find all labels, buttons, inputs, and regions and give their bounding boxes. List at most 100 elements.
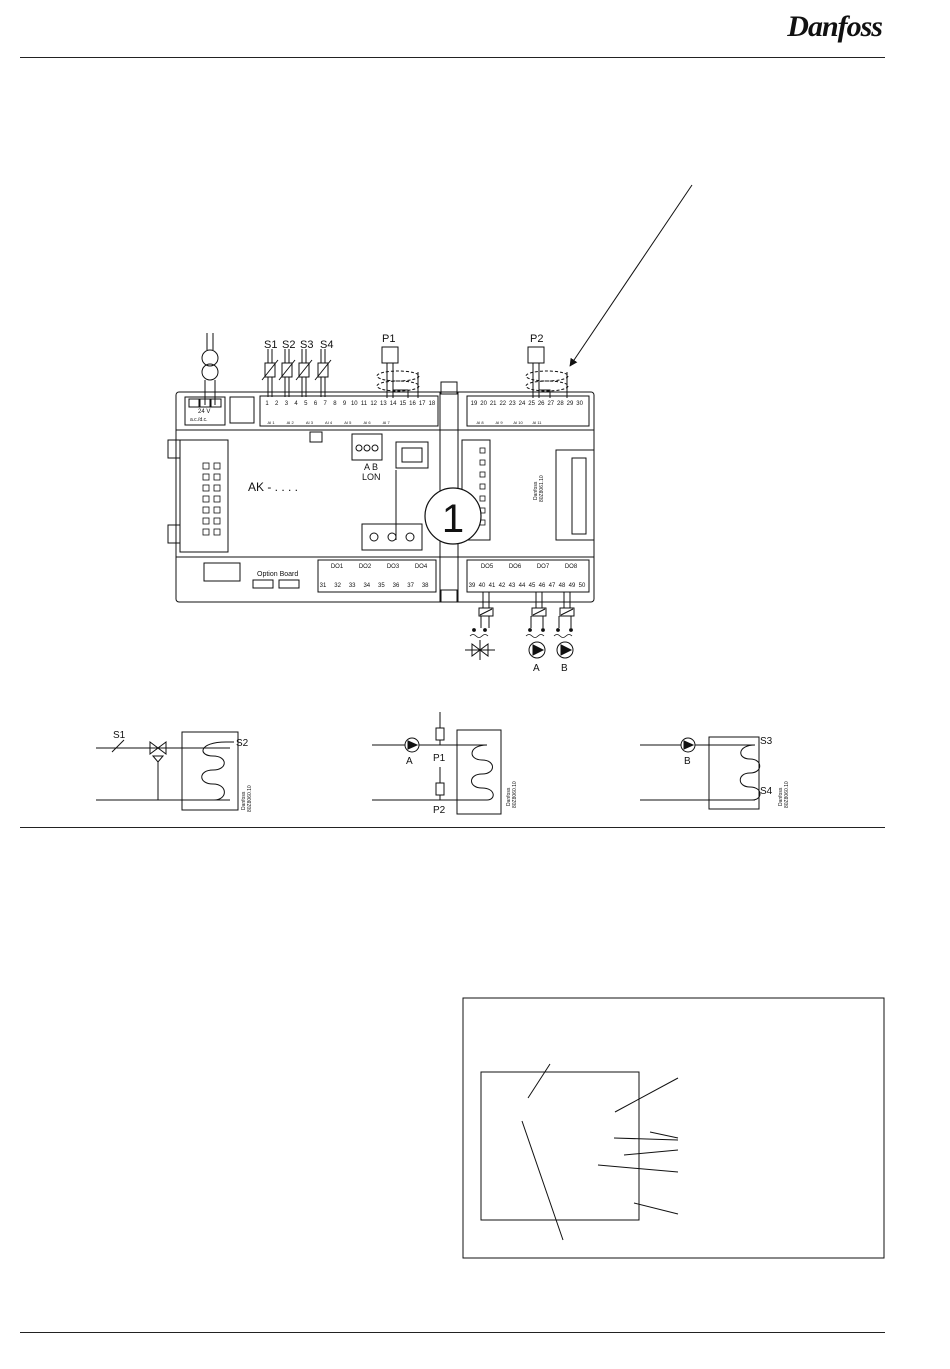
digital-output-label: DO8	[565, 564, 578, 570]
terminal-number: 32	[334, 583, 341, 589]
terminal-number: 28	[557, 401, 564, 407]
analog-input-label: AI 7	[383, 420, 391, 425]
danfoss-logo: Danfoss	[787, 10, 883, 43]
analog-input-label: AI 5	[344, 420, 352, 425]
sensor-label-s1: S1	[264, 339, 277, 351]
terminal-number: 9	[343, 401, 347, 407]
terminal-number: 6	[314, 401, 318, 407]
power-voltage: 24 V	[198, 409, 210, 415]
pump-label-a: A	[533, 663, 540, 674]
transformer-icon	[201, 333, 219, 405]
terminal-number: 17	[419, 401, 426, 407]
analog-input-label: AI 3	[306, 420, 314, 425]
sketch3-pump-icon	[680, 737, 696, 753]
terminal-number: 40	[479, 583, 486, 589]
digital-output-label: DO7	[537, 564, 550, 570]
analog-input-label: AI 8	[476, 420, 484, 425]
terminal-number: 5	[304, 401, 308, 407]
sketch3-s3-label: S3	[760, 736, 773, 747]
terminal-number: 41	[489, 583, 496, 589]
power-type: a.c./d.c.	[190, 417, 208, 423]
relay-loads	[478, 592, 575, 628]
terminal-number: 36	[393, 583, 400, 589]
terminal-number: 35	[378, 583, 385, 589]
terminal-number: 22	[499, 401, 506, 407]
terminal-number: 29	[567, 401, 574, 407]
analog-input-label: AI 6	[363, 420, 371, 425]
mains-symbols	[469, 628, 573, 638]
pressure-transmitter-p2	[525, 346, 569, 398]
terminal-number: 34	[363, 583, 370, 589]
terminal-number: 14	[390, 401, 397, 407]
terminal-number: 39	[469, 583, 476, 589]
sketch3-b-label: B	[684, 756, 691, 767]
sketch2-p2-label: P2	[433, 805, 446, 816]
terminal-number: 13	[380, 401, 387, 407]
digital-output-label: DO6	[509, 564, 522, 570]
terminal-number: 4	[294, 401, 298, 407]
pump-b-icon	[556, 641, 574, 659]
header-rule	[20, 57, 885, 58]
module-number: 1	[442, 497, 464, 541]
terminal-number: 19	[471, 401, 478, 407]
sketch1-side-brand: Danfoss	[241, 791, 247, 810]
digital-output-label: DO2	[359, 564, 372, 570]
sensor-label-s4: S4	[320, 339, 333, 351]
analog-input-labels-right: AI 8 AI 9 AI 10 AI 11	[476, 420, 542, 425]
digital-output-label: DO5	[481, 564, 494, 570]
terminal-number: 12	[370, 401, 377, 407]
terminal-number: 27	[547, 401, 554, 407]
terminal-number: 21	[490, 401, 497, 407]
pressure-transmitter-p1	[376, 346, 420, 398]
terminal-number: 3	[285, 401, 289, 407]
terminal-number: 42	[499, 583, 506, 589]
terminal-number: 1	[265, 401, 269, 407]
terminal-number: 50	[579, 583, 586, 589]
terminal-number: 26	[538, 401, 545, 407]
analog-input-label: AI 2	[287, 420, 295, 425]
digital-output-label: DO3	[387, 564, 400, 570]
sketch3-side-brand: Danfoss	[778, 787, 784, 806]
analog-input-label: AI 11	[532, 420, 542, 425]
sketch-pump-evaporator	[640, 736, 761, 810]
analog-input-label: AI 1	[267, 420, 275, 425]
section-rule	[20, 827, 885, 828]
sketch1-s2-label: S2	[236, 738, 249, 749]
terminal-number: 33	[349, 583, 356, 589]
terminal-number: 11	[361, 401, 368, 407]
terminal-number: 7	[324, 401, 328, 407]
pump-a-icon	[528, 641, 546, 659]
lon-label: LON	[362, 472, 381, 482]
terminal-number: 24	[519, 401, 526, 407]
terminal-number: 37	[407, 583, 414, 589]
sketch-valve-evaporator	[96, 731, 239, 811]
digital-output-labels-right: DO5 DO6 DO7 DO8	[481, 564, 578, 570]
controller-side-code: 80Z8061.10	[539, 475, 545, 502]
sketch2-side-code: 80Z8060.10	[512, 781, 518, 808]
analog-input-label: AI 9	[495, 420, 503, 425]
option-board-label: Option Board	[257, 571, 298, 578]
solenoid-valve-icon	[465, 640, 495, 660]
sketch3-side-code: 80Z8060.10	[784, 781, 790, 808]
sketch2-pump-icon	[404, 737, 420, 753]
sketch3-s4-label: S4	[760, 786, 773, 797]
terminal-number: 44	[519, 583, 526, 589]
terminal-number: 31	[320, 583, 327, 589]
terminal-number: 47	[549, 583, 556, 589]
terminal-number: 18	[429, 401, 436, 407]
terminal-number: 46	[539, 583, 546, 589]
sketch2-side-brand: Danfoss	[506, 787, 512, 806]
terminal-number: 16	[409, 401, 416, 407]
controller-side-brand: Danfoss	[533, 481, 539, 500]
sketch1-s1-label: S1	[113, 730, 126, 741]
analog-input-label: AI 10	[513, 420, 523, 425]
terminal-number: 30	[576, 401, 583, 407]
pressure-label-p2: P2	[530, 333, 543, 345]
digital-output-label: DO1	[331, 564, 344, 570]
